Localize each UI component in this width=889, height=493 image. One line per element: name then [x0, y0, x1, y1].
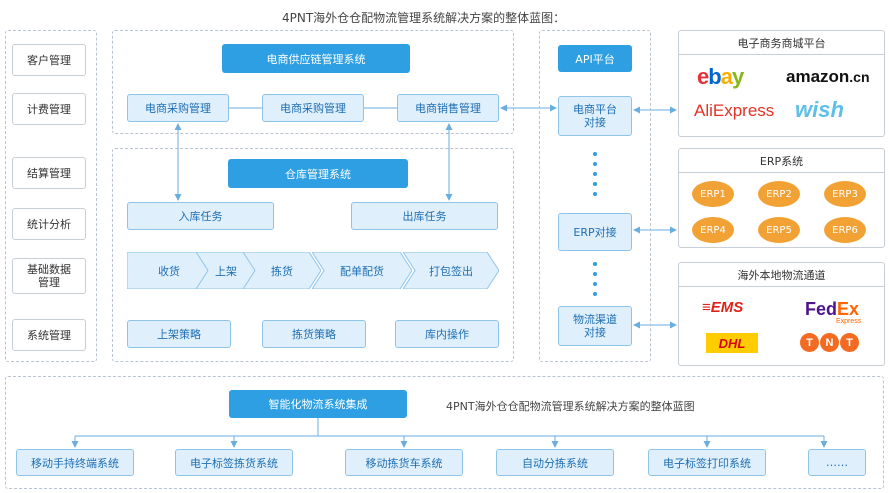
dot-2 — [593, 162, 597, 166]
ecommerce-panel: 电子商务商城平台 — [678, 30, 885, 137]
erp-4-badge[interactable]: ERP4 — [692, 217, 734, 243]
aliexpress-logo: AliExpress — [694, 101, 775, 120]
menu-item-base-data[interactable]: 基础数据 管理 — [12, 258, 86, 294]
dot-4 — [593, 182, 597, 186]
dot-6 — [593, 262, 597, 266]
api-erp-box[interactable]: ERP对接 — [558, 213, 632, 251]
electronic-label-printing-system[interactable]: 电子标签打印系统 — [648, 449, 766, 476]
sales-mgmt-box[interactable]: 电商销售管理 — [397, 94, 499, 122]
page-title: 4PNT海外仓仓配物流管理系统解决方案的整体蓝图： — [282, 11, 566, 25]
supply-chain-title: 电商供应链管理系统 — [222, 44, 410, 73]
ebay-logo: ebay — [697, 64, 744, 89]
api-logistics-box[interactable]: 物流渠道 对接 — [558, 306, 632, 346]
dot-5 — [593, 192, 597, 196]
flow-step-putaway[interactable]: 上架 — [196, 252, 256, 289]
erp-2-badge[interactable]: ERP2 — [758, 181, 800, 207]
erp-3-badge[interactable]: ERP3 — [824, 181, 866, 207]
outbound-task-box[interactable]: 出库任务 — [351, 202, 498, 230]
erp-title: ERP系统 — [679, 149, 884, 173]
amazon-logo: amazon.cn — [786, 67, 870, 86]
logistics-title: 海外本地物流通道 — [679, 263, 884, 287]
fedex-logo: FedEx — [805, 299, 860, 319]
flow-step-pick-label: 拣货 — [271, 264, 293, 278]
integration-title: 智能化物流系统集成 — [229, 390, 407, 418]
flow-step-pick[interactable]: 拣货 — [243, 252, 321, 289]
integration-caption: 4PNT海外仓仓配物流管理系统解决方案的整体蓝图 — [446, 400, 695, 413]
more-systems[interactable]: …… — [808, 449, 866, 476]
wish-logo: wish — [795, 97, 844, 122]
erp-5-badge[interactable]: ERP5 — [758, 217, 800, 243]
api-panel — [539, 30, 651, 362]
mobile-handheld-system[interactable]: 移动手持终端系统 — [16, 449, 134, 476]
in-warehouse-ops-box[interactable]: 库内操作 — [395, 320, 499, 348]
api-title: API平台 — [558, 45, 632, 72]
dot-1 — [593, 152, 597, 156]
erp-1-badge[interactable]: ERP1 — [692, 181, 734, 207]
dot-8 — [593, 282, 597, 286]
picking-strategy-box[interactable]: 拣货策略 — [262, 320, 366, 348]
menu-item-system[interactable]: 系统管理 — [12, 319, 86, 351]
dhl-logo: DHL — [706, 333, 758, 353]
ems-logo-text: EMS — [710, 299, 744, 316]
flow-step-pack-label: 打包签出 — [429, 264, 473, 278]
flow-step-pack[interactable]: 打包签出 — [403, 252, 499, 289]
api-ecommerce-box[interactable]: 电商平台 对接 — [558, 96, 632, 136]
inbound-task-box[interactable]: 入库任务 — [127, 202, 274, 230]
menu-item-settlement[interactable]: 结算管理 — [12, 157, 86, 189]
integration-panel — [5, 376, 884, 489]
electronic-label-picking-system[interactable]: 电子标签拣货系统 — [175, 449, 293, 476]
erp-6-badge[interactable]: ERP6 — [824, 217, 866, 243]
putaway-strategy-box[interactable]: 上架策略 — [127, 320, 231, 348]
left-menu-panel — [5, 30, 97, 362]
flow-step-allocate[interactable]: 配单配货 — [312, 252, 412, 289]
menu-item-customer[interactable]: 客户管理 — [12, 44, 86, 76]
warehouse-panel — [112, 148, 514, 362]
warehouse-title: 仓库管理系统 — [228, 159, 408, 188]
ecommerce-title: 电子商务商城平台 — [679, 31, 884, 55]
purchase-mgmt-box-1[interactable]: 电商采购管理 — [127, 94, 229, 122]
mobile-picking-cart-system[interactable]: 移动拣货车系统 — [345, 449, 463, 476]
fedex-express-text: Express — [836, 318, 862, 325]
menu-item-statistics[interactable]: 统计分析 — [12, 208, 86, 240]
flow-step-receive-label: 收货 — [158, 264, 180, 278]
menu-item-billing[interactable]: 计费管理 — [12, 93, 86, 125]
flow-step-allocate-label: 配单配货 — [340, 264, 384, 278]
ems-logo: ≡EMS — [702, 299, 744, 316]
supply-chain-panel — [112, 30, 514, 134]
purchase-mgmt-box-2[interactable]: 电商采购管理 — [262, 94, 364, 122]
dot-3 — [593, 172, 597, 176]
dot-7 — [593, 272, 597, 276]
auto-sorting-system[interactable]: 自动分拣系统 — [496, 449, 614, 476]
flow-step-putaway-label: 上架 — [215, 264, 237, 278]
dot-9 — [593, 292, 597, 296]
